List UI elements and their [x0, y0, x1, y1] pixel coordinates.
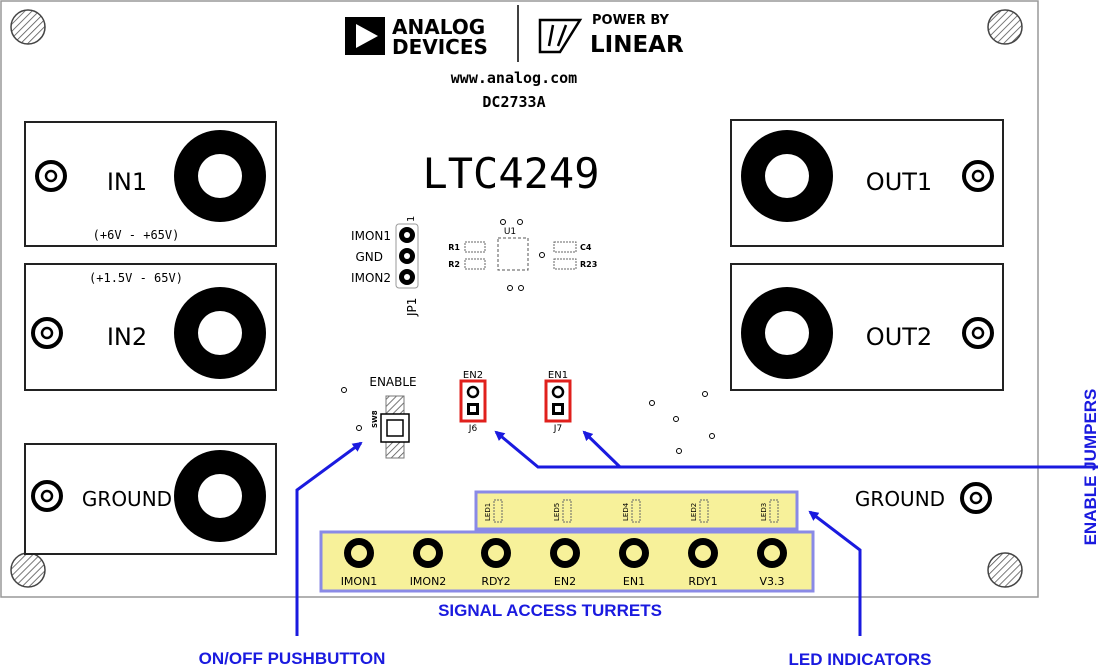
led-indicator: LED3	[760, 499, 779, 523]
turret[interactable]: RDY2	[481, 538, 511, 588]
turret[interactable]: EN2	[550, 538, 580, 588]
turret[interactable]: IMON1	[341, 538, 378, 588]
enable-pushbutton[interactable]: ENABLE SW8	[369, 375, 417, 459]
turret[interactable]: RDY1	[688, 538, 718, 588]
terminal-out1[interactable]: OUT1	[730, 119, 1004, 247]
terminal-out2[interactable]: OUT2	[730, 263, 1004, 391]
signal-turret-strip: IMON1 IMON2 RDY2 EN2 EN1 RDY1 V3.3	[319, 530, 815, 593]
arrow-jumper-j6	[494, 430, 1098, 469]
vias	[341, 387, 715, 454]
led-label: LED5	[553, 503, 561, 521]
turret[interactable]: V3.3	[757, 538, 787, 588]
part-number: LTC4249	[422, 149, 599, 198]
turret[interactable]: IMON2	[410, 538, 447, 588]
in2-voltage-range: (+1.5V - 65V)	[89, 271, 183, 285]
mounting-hole	[10, 9, 46, 45]
terminal-out2-label: OUT2	[866, 323, 932, 351]
led-strip: LED1 LED5 LED4 LED2 LED3	[474, 490, 799, 531]
mounting-holes	[10, 9, 1023, 588]
enable-jumper-j6[interactable]: EN2 J6	[459, 370, 487, 434]
enable-label: ENABLE	[369, 375, 416, 389]
jp1-label-gnd: GND	[355, 250, 383, 264]
led-indicator: LED5	[553, 499, 572, 523]
ref-r23: R23	[580, 260, 597, 269]
jp1-pin1-mark: 1	[406, 216, 417, 222]
jumper-jp1[interactable]: IMON1 GND IMON2 1 JP1	[351, 216, 419, 317]
jp1-ref: JP1	[405, 298, 419, 317]
arrow-pushbutton	[295, 441, 363, 636]
turret-label: RDY1	[688, 575, 717, 588]
led-label: LED4	[622, 502, 630, 521]
terminal-in2[interactable]: IN2 (+1.5V - 65V)	[24, 263, 277, 391]
adi-logo-line2: DEVICES	[392, 35, 488, 59]
analog-devices-logo: ANALOG DEVICES	[345, 15, 488, 59]
component-area: R1 R2 U1 C4 R23	[448, 219, 597, 291]
mounting-hole	[987, 9, 1023, 45]
turret-label: EN2	[554, 575, 576, 588]
led-label: LED1	[484, 503, 492, 521]
arrow-led	[808, 510, 862, 636]
j7-label: EN1	[548, 370, 568, 381]
turret[interactable]: EN1	[619, 538, 649, 588]
callout-led-indicators: LED INDICATORS	[789, 650, 932, 667]
mounting-hole	[987, 552, 1023, 588]
linear-logo-top: POWER BY	[592, 13, 670, 28]
turret-label: IMON2	[410, 575, 447, 588]
j7-ref: J7	[553, 424, 562, 434]
linear-logo-mark	[538, 18, 583, 54]
callout-arrows	[295, 430, 1098, 636]
terminal-ground-right-label: GROUND	[855, 487, 945, 511]
terminal-in2-label: IN2	[107, 323, 147, 351]
sw8-ref: SW8	[371, 410, 379, 428]
jp1-label-imon2: IMON2	[351, 271, 391, 285]
resistor-r23	[553, 258, 577, 270]
turret-label: RDY2	[481, 575, 510, 588]
terminal-ground-left[interactable]: GROUND	[24, 443, 277, 555]
turret-label: IMON1	[341, 575, 378, 588]
terminal-out1-label: OUT1	[866, 168, 932, 196]
led-indicator: LED2	[690, 499, 709, 523]
resistor-r2	[464, 258, 486, 270]
j6-label: EN2	[463, 370, 483, 381]
website-text: www.analog.com	[451, 69, 577, 87]
resistor-r1	[464, 241, 486, 253]
turret-label: EN1	[623, 575, 645, 588]
terminal-ground-right[interactable]: GROUND	[855, 482, 992, 514]
callout-pushbutton: ON/OFF PUSHBUTTON	[199, 649, 386, 667]
jp1-label-imon1: IMON1	[351, 229, 391, 243]
callout-enable-jumpers: ENABLE JUMPERS	[1081, 389, 1100, 546]
led-label: LED2	[690, 503, 698, 521]
callout-signal-turrets: SIGNAL ACCESS TURRETS	[438, 601, 662, 620]
ic-u1	[497, 237, 529, 271]
ref-u1: U1	[504, 227, 516, 237]
j6-ref: J6	[468, 424, 478, 434]
turret-label: V3.3	[759, 575, 784, 588]
in1-voltage-range: (+6V - +65V)	[93, 228, 180, 242]
terminal-in1-label: IN1	[107, 168, 147, 196]
ref-c4: C4	[580, 243, 592, 252]
linear-logo: POWER BY LINEAR	[538, 13, 684, 58]
board-id: DC2733A	[482, 93, 545, 111]
ref-r1: R1	[448, 243, 460, 252]
led-indicator: LED1	[484, 499, 503, 523]
capacitor-c4	[553, 241, 577, 253]
enable-jumper-j7[interactable]: EN1 J7	[544, 370, 572, 434]
mounting-hole	[10, 552, 46, 588]
led-indicator: LED4	[622, 499, 641, 523]
terminal-in1[interactable]: IN1 (+6V - +65V)	[24, 121, 277, 247]
adi-logo-line1: ANALOG	[392, 15, 485, 39]
arrow-jumper-j7	[582, 430, 622, 469]
linear-logo-bottom: LINEAR	[590, 32, 684, 58]
ref-r2: R2	[448, 260, 460, 269]
led-label: LED3	[760, 503, 768, 521]
terminal-ground-left-label: GROUND	[82, 487, 172, 511]
